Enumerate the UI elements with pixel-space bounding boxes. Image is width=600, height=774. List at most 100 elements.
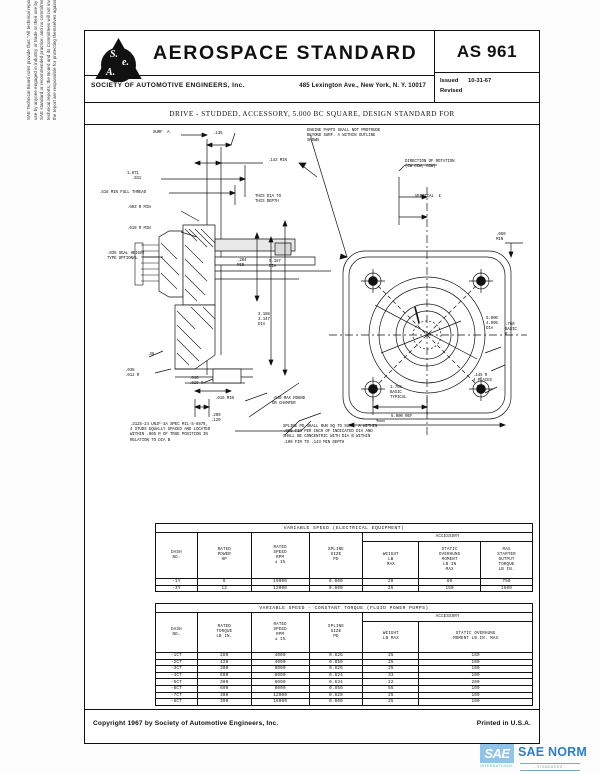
t2-r6-c3: 0.620 <box>308 691 364 700</box>
t1-r0-c6: 750 <box>480 578 533 586</box>
table-row: WEIGHT LB MAX STATIC OVERHUNG MOMENT LB … <box>156 621 533 653</box>
table2-col-2: RATED SPEED RPM ± 1% <box>250 612 310 653</box>
table1-col-4: WEIGHT LB MAX <box>362 541 420 579</box>
header-left: S. e. A. AEROSPACE STANDARD SOCIETY OF A… <box>85 31 435 102</box>
t2-r1-c2: 4000 <box>250 658 310 667</box>
t1-r1-c0: -3Y <box>155 584 198 593</box>
t1-r1-c4: 25 <box>362 584 420 593</box>
t2-r5-c3: 0.850 <box>308 684 364 693</box>
t2-r3-c4: 33 <box>362 671 420 680</box>
header-right: AS 961 Issued 10-31-67 Revised <box>435 31 539 102</box>
t2-r6-c2: 12000 <box>250 691 310 700</box>
revision-block: Issued 10-31-67 Revised <box>435 73 539 101</box>
t1-r0-c5: 80 <box>418 578 482 586</box>
t1-r1-c1: 12 <box>196 584 252 593</box>
svg-text:S.: S. <box>110 49 118 60</box>
drawing-label-18: .36 <box>147 353 155 357</box>
t2-r0-c4: 25 <box>362 652 420 660</box>
document-number: AS 961 <box>435 31 539 73</box>
t2-r7-c0: -8CT <box>155 698 198 706</box>
document-header: S. e. A. AEROSPACE STANDARD SOCIETY OF A… <box>85 31 539 103</box>
t2-r7-c3: 0.600 <box>308 698 364 706</box>
t2-r4-c0: -5CT <box>155 678 198 686</box>
table1-col-1: RATED POWER HP <box>196 532 252 579</box>
t2-r4-c3: 0.634 <box>308 678 364 686</box>
t2-r2-c5: 100 <box>418 665 533 673</box>
t2-r5-c4: 55 <box>362 684 420 693</box>
t2-r7-c1: 300 <box>196 698 252 706</box>
t1-r0-c0: -1Y <box>155 578 198 586</box>
table-constant-torque: VARIABLE SPEED - CONSTANT TORQUE (FLUID … <box>155 603 533 706</box>
t2-r2-c3: 0.626 <box>308 665 364 673</box>
table1-col-6: MAX STARTER OUTPUT TORQUE LB IN. <box>480 541 533 579</box>
t1-r0-c1: 6 <box>196 578 252 586</box>
svg-text:A.: A. <box>105 67 115 78</box>
document-footer: Copyright 1967 by Society of Automotive … <box>85 709 539 743</box>
table-row: -1Y 6 19000 0.600 20 80 750 <box>155 578 533 586</box>
t2-r0-c5: 180 <box>418 652 533 660</box>
drawing-label-9: ENGINE PARTS SHALL NOT PROTRUDE BEYOND S… <box>307 129 381 144</box>
drawing-label-25: 1.765 BASIC TYPICAL <box>390 386 407 401</box>
drawing-label-3: 1.071 .931 <box>127 172 142 182</box>
t2-r2-c1: 300 <box>196 665 252 673</box>
sae-norm-sub-right: - STANDARDS - <box>520 763 580 771</box>
drawing-label-5: .003 R MIN <box>127 206 151 210</box>
t2-r3-c2: 8000 <box>250 671 310 680</box>
t1-r1-c3: 0.600 <box>308 584 364 593</box>
t1-r0-c3: 0.600 <box>308 578 364 586</box>
revised-row: Revised <box>440 87 539 97</box>
t2-r5-c2: 8000 <box>250 684 310 693</box>
table-row: -3Y 12 12000 0.600 25 150 1500 <box>155 584 533 593</box>
t2-r4-c4: 22 <box>362 678 420 686</box>
t2-r6-c0: -7CT <box>155 691 198 700</box>
drawing-label-27: .3125-24 UNJF-3A SPEC MIL-S-8879, 4 STUD… <box>130 423 211 443</box>
t2-r1-c0: -2CT <box>155 658 198 667</box>
drawing-label-6: .010 R MIN <box>127 227 151 231</box>
table-row: VARIABLE SPEED (ELECTRICAL EQUIPMENT) <box>155 523 533 533</box>
drawing-label-23: .040 MAX ROUND OR CHAMFER <box>272 397 305 407</box>
drawing-label-13: .204 MIN <box>237 259 247 269</box>
drawing-label-4: .516 MIN FULL THREAD <box>99 191 147 195</box>
header-divider <box>85 75 434 76</box>
t2-r7-c5: 100 <box>418 698 533 706</box>
issued-row: Issued 10-31-67 <box>440 77 539 87</box>
drawing-label-10: DIRECTION OF ROTATION (CW CCW, CCW) <box>405 160 455 170</box>
society-name: SOCIETY OF AUTOMOTIVE ENGINEERS, Inc. <box>91 82 245 89</box>
page-title: AEROSPACE STANDARD <box>153 42 418 64</box>
table1-col-3: SPLINE SIZE PD <box>308 532 364 579</box>
standard-sheet: S. e. A. AEROSPACE STANDARD SOCIETY OF A… <box>84 30 540 744</box>
drawing-label-22: .200 .120 <box>211 414 221 424</box>
drawing-label-19: .038 .012 R <box>125 369 140 379</box>
t2-r2-c2: 8000 <box>250 665 310 673</box>
table2-col-5: STATIC OVERHUNG MOMENT LB IN. MAX <box>418 621 533 653</box>
t2-r5-c1: 600 <box>196 684 252 693</box>
table1-title: VARIABLE SPEED (ELECTRICAL EQUIPMENT) <box>155 523 533 533</box>
t2-r7-c4: 25 <box>362 698 420 706</box>
document-subtitle: DRIVE - STUDDED, ACCESSORY, 5.000 BC SQU… <box>85 103 539 125</box>
table-row: DASH NO. RATED POWER HP RATED SPEED RPM … <box>155 532 533 579</box>
table2-col-0: DASH NO. <box>155 612 198 653</box>
table1-col-2: RATED SPEED RPM ± 1% <box>250 532 310 579</box>
issued-date: 10-31-67 <box>468 78 492 84</box>
drawing-label-24: .145 R 4 PLACES <box>473 374 492 384</box>
issued-label: Issued <box>440 78 459 84</box>
drawing-label-0: SURF A <box>153 131 170 135</box>
table2-group-accessory: ACCESSORY <box>362 612 533 622</box>
t2-r2-c0: -3CT <box>155 665 198 673</box>
drawing-label-1: .135 <box>213 132 223 136</box>
t2-r1-c3: 0.850 <box>308 658 364 667</box>
table-row: DASH NO. RATED TORQUE LB IN. RATED SPEED… <box>155 612 533 653</box>
drawing-label-2: .143 MIN <box>268 159 287 163</box>
t2-r3-c3: 0.624 <box>308 671 364 680</box>
drawing-label-26: 5.000 REF <box>391 415 413 419</box>
t2-r6-c1: 300 <box>196 691 252 700</box>
side-disclaimer-text: SAE Technical Board rules provide that: … <box>26 0 58 120</box>
drawing-label-20: .040 .020 R <box>189 377 204 387</box>
t1-r1-c2: 12000 <box>250 584 310 593</box>
sae-logo-icon: S. e. A. <box>95 38 142 82</box>
